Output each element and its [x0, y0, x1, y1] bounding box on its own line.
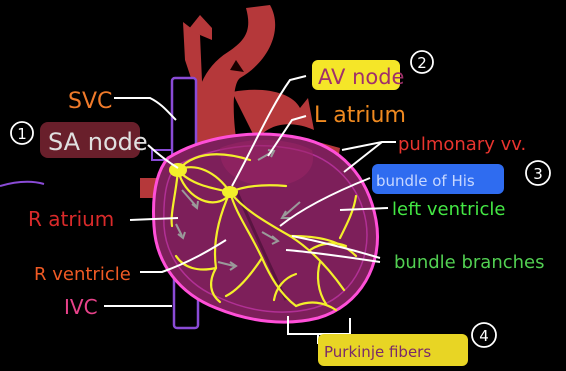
- svc-label: SVC: [68, 89, 112, 114]
- sa-node-label: SA node: [48, 128, 148, 156]
- r-ventricle-label: R ventricle: [34, 264, 131, 285]
- pulmonary-vv-label: pulmonary vv.: [398, 134, 526, 155]
- bundle-of-his-number: 3: [533, 165, 543, 183]
- svc-leader: [114, 98, 176, 120]
- r-atrium-label: R atrium: [28, 207, 114, 231]
- edge-mark: [0, 182, 44, 186]
- bundle-of-his-label: bundle of His: [376, 172, 475, 190]
- bundle-branches-label: bundle branches: [394, 252, 545, 273]
- av-node-label: AV node: [318, 65, 404, 89]
- sa-node-number: 1: [17, 125, 27, 143]
- aorta: [183, 5, 314, 150]
- av-node-number: 2: [417, 54, 427, 72]
- l-atrium-label: L atrium: [314, 103, 406, 128]
- purkinje-number: 4: [479, 327, 489, 345]
- ivc-label: IVC: [64, 295, 98, 319]
- purkinje-fibers-label: Purkinje fibers: [324, 343, 431, 361]
- pulmonary-vv-leader-1: [342, 142, 396, 150]
- left-ventricle-label: left ventricle: [392, 199, 505, 220]
